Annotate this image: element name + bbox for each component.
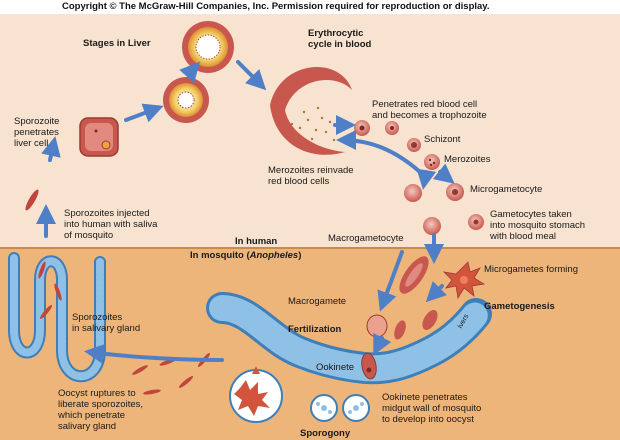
schizont-rbc	[407, 138, 421, 152]
label-sporozoite-penetrates: Sporozoite penetrates liver cell	[14, 116, 60, 149]
label-microgametes-forming: Microgametes forming	[484, 264, 578, 275]
ruptured-oocyst	[229, 366, 283, 423]
gametocyte-rbc	[404, 184, 422, 202]
liver-stage-cell-small	[163, 77, 209, 123]
arrow-to-salivary	[84, 343, 224, 364]
liver-stage-cell-large	[182, 21, 234, 73]
arrow-down-2	[432, 163, 455, 184]
label-ookinete: Ookinete	[316, 362, 355, 373]
label-sporozoites-salivary: Sporozoites in salivary gland	[72, 312, 141, 334]
microgamete-star-cluster	[442, 261, 486, 300]
cycle-arrows	[36, 60, 455, 364]
trophozoite-rbc	[354, 120, 370, 136]
microgametocyte-rbc	[446, 183, 464, 201]
arrow-gametogenesis	[425, 281, 447, 303]
zygote-cell	[394, 320, 406, 340]
sporozoite-in-liver-cell	[79, 117, 119, 157]
label-macrogamete: Macrogamete	[288, 296, 347, 307]
label-ookinete-penetrates: Ookinete penetrates midgut wall of mosqu…	[382, 392, 482, 425]
label-gametogenesis: Gametogenesis	[484, 301, 555, 312]
macrogametocyte-elongated	[399, 256, 429, 294]
label-merozoites-reinvade: Merozoites reinvade red blood cells	[268, 165, 354, 187]
label-microgametocyte: Microgametocyte	[470, 184, 543, 195]
label-sporogony: Sporogony	[300, 428, 351, 439]
label-penetrates-rbc: Penetrates red blood cell and becomes a …	[372, 99, 487, 121]
label-macrogametocyte: Macrogametocyte	[328, 233, 404, 244]
arrow-reinvade	[336, 130, 422, 174]
sporozoites-scattered	[25, 189, 210, 395]
ruptured-liver-cell-merozoites	[270, 67, 352, 155]
oocyst-1	[310, 394, 338, 422]
gametocyte-rbc-right	[468, 214, 484, 230]
label-sporozoites-injected: Sporozoites injected into human with sal…	[64, 208, 158, 241]
arrow-to-liver-large	[179, 61, 200, 84]
arrow-to-macrogamete	[377, 250, 404, 312]
label-oocyst-ruptures: Oocyst ruptures to liberate sporozoites,…	[58, 388, 144, 432]
label-schizont: Schizont	[424, 134, 461, 145]
label-erythrocytic-cycle: Erythrocytic cycle in blood	[308, 28, 372, 50]
label-stages-in-liver: Stages in Liver	[83, 38, 151, 49]
label-fertilization: Fertilization	[288, 324, 342, 335]
label-merozoites: Merozoites	[444, 154, 491, 165]
arrow-to-rupture	[236, 60, 267, 91]
zygote-cell-2	[422, 310, 438, 330]
copyright-notice: Copyright © The McGraw-Hill Companies, I…	[62, 1, 490, 12]
salivary-gland	[8, 252, 106, 383]
merozoite-rbc	[424, 154, 440, 170]
ookinete-cell	[361, 352, 377, 380]
arrow-to-liver-small	[124, 103, 164, 123]
oocyst-2	[342, 394, 370, 422]
macrogametocyte-rbc	[423, 217, 441, 235]
region-label-human: In human	[235, 236, 278, 247]
label-gametocytes-taken: Gametocytes taken into mosquito stomach …	[490, 209, 586, 242]
trophozoite-rbc-2	[385, 121, 399, 135]
arrow-to-sporozoite	[41, 136, 61, 162]
region-label-mosquito: In mosquito (Anopheles)	[190, 250, 302, 261]
arrow-down-1	[416, 168, 437, 190]
arrow-to-ookinete	[373, 333, 392, 356]
macrogamete-cell	[366, 314, 388, 338]
